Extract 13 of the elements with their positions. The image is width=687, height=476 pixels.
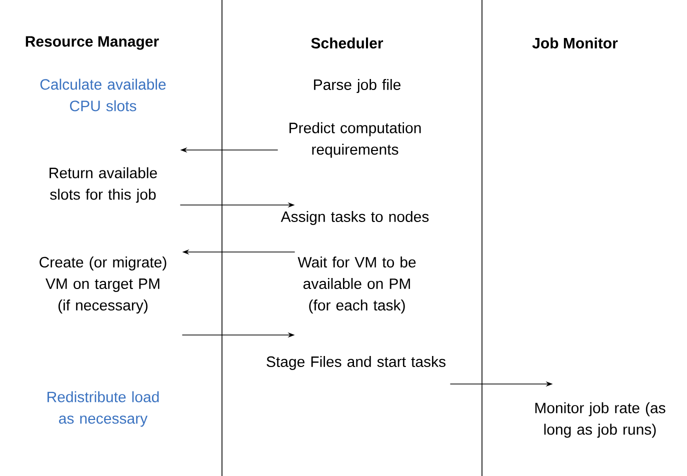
- step-text: Return available slots for this job: [50, 167, 157, 203]
- step-text: Stage Files and start tasks: [266, 356, 446, 370]
- step-text: Parse job file: [314, 79, 400, 93]
- column-heading: Scheduler: [311, 38, 384, 48]
- step-text: Calculate available CPU slots: [40, 78, 166, 112]
- column-heading: Job Monitor: [532, 38, 618, 48]
- step-text: Assign tasks to nodes: [280, 211, 429, 225]
- column-heading: Resource Manager: [26, 36, 159, 50]
- step-text: Monitor job rate (as long as job runs): [535, 402, 666, 438]
- step-text: Wait for VM to be available on PM (for each task): [298, 256, 416, 314]
- step-text: Predict computation requirements: [290, 122, 421, 158]
- step-text: Create (or migrate) VM on target PM (if necessary): [40, 256, 166, 314]
- step-text: Redistribute load as necessary: [48, 391, 159, 427]
